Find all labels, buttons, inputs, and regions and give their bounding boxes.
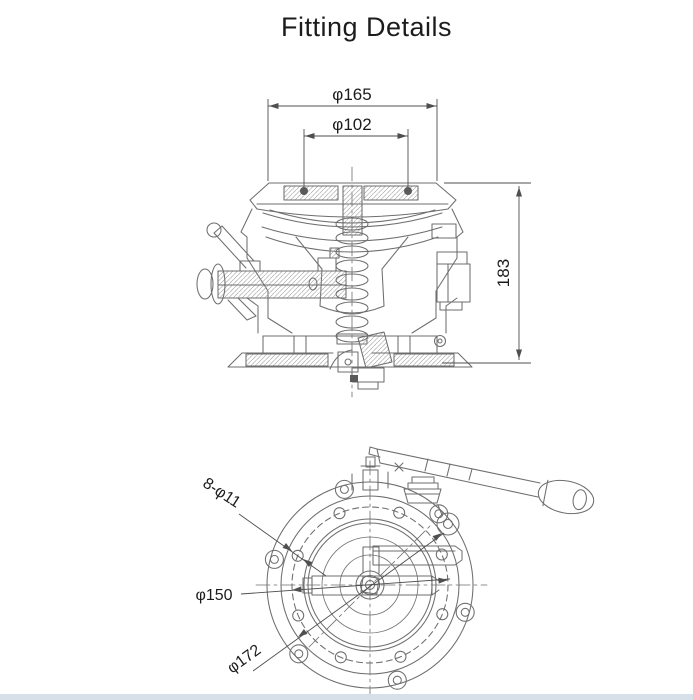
base-flange	[227, 335, 473, 368]
side-view-dimensions	[267, 99, 531, 364]
bolt-hole	[435, 548, 448, 561]
label-bolt-circle: φ150	[195, 587, 232, 604]
dim-phi102-lines	[303, 129, 409, 187]
rim-lug	[429, 504, 449, 524]
rim-hole	[339, 484, 349, 494]
dim-phi165-lines	[267, 99, 438, 181]
rim-lug	[455, 602, 475, 622]
handle-assembly	[368, 446, 595, 536]
center-nut	[360, 575, 380, 595]
rim-hole	[269, 554, 279, 564]
bottom-view-leaders	[238, 513, 451, 672]
bolt-hole	[333, 507, 346, 520]
page-title: Fitting Details	[280, 12, 453, 42]
cap-bolt-right	[404, 187, 412, 195]
bottom-valve-assembly	[329, 331, 393, 390]
arrowhead	[269, 103, 279, 109]
pivot-lobe	[436, 512, 460, 536]
dim-183-label: 183	[494, 259, 513, 287]
diverter-bar	[302, 575, 440, 596]
rim-lugs	[264, 479, 475, 690]
leader-flange-diameter	[252, 532, 445, 672]
label-bolt-holes: 8-φ11	[200, 475, 244, 512]
spring	[335, 217, 369, 343]
bolt-hole	[393, 506, 406, 519]
bolt-hole	[334, 651, 347, 664]
bolt-circle-150	[291, 506, 449, 664]
side-view	[196, 166, 473, 398]
outer-scallop-circle	[266, 481, 474, 689]
bottom-view	[255, 446, 595, 700]
upper-bracket	[362, 545, 463, 574]
arrowhead	[516, 349, 522, 359]
bottom-edge-bar	[0, 694, 693, 700]
side-handle	[213, 225, 255, 269]
arrowhead	[426, 103, 436, 109]
rim-hole	[460, 607, 470, 617]
arrowhead	[303, 559, 313, 567]
rim-lug	[264, 549, 284, 569]
dim-phi165-label: φ165	[332, 85, 371, 104]
top-stem	[351, 456, 389, 491]
bolt-holes	[291, 506, 449, 664]
dim-phi102-label: φ102	[332, 115, 371, 134]
right-port-stack	[431, 223, 471, 348]
arrowhead	[305, 133, 315, 139]
arrowhead	[516, 187, 522, 197]
dim-183-lines	[442, 182, 531, 364]
rim-hole	[294, 649, 304, 659]
handle-knob	[537, 479, 595, 515]
flange-circle-172	[280, 495, 460, 675]
rim-lug	[289, 644, 309, 664]
diagonal-centerline	[308, 523, 433, 648]
side-handle-port	[196, 222, 347, 321]
rim-lug	[387, 670, 407, 690]
stem-section	[342, 185, 363, 236]
dimension-arrowheads	[269, 103, 522, 637]
arrowhead	[282, 543, 292, 551]
label-flange-diameter: φ172	[224, 642, 264, 678]
arrowhead	[397, 133, 407, 139]
bolt-hole	[436, 608, 449, 621]
rim-hole	[392, 675, 402, 685]
bolt-hole	[292, 609, 305, 622]
arrowhead	[432, 533, 442, 542]
leader-bolt-holes	[238, 513, 327, 577]
arrowhead	[438, 577, 448, 584]
rim-lug	[334, 479, 354, 499]
handle-lever	[368, 446, 541, 498]
bolt-hole	[291, 549, 304, 562]
leader-bolt-circle	[240, 578, 451, 595]
arrowhead	[292, 586, 302, 593]
side-handle-knob	[206, 222, 222, 238]
top-cap	[249, 182, 457, 236]
cap-bolt-left	[300, 187, 308, 195]
bolt-hole	[394, 650, 407, 663]
arrowhead	[298, 628, 308, 637]
